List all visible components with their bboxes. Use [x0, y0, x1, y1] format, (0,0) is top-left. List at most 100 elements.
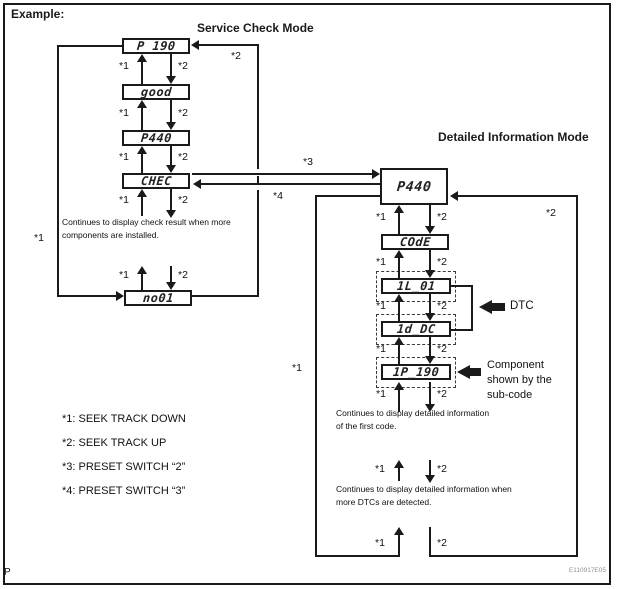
loop-line: [57, 295, 116, 297]
flow-line: [398, 389, 400, 412]
loop-line: [57, 45, 122, 47]
flow-line: [429, 382, 431, 404]
example-label: Example:: [11, 7, 65, 21]
marker-s2: *2: [437, 463, 447, 475]
flow-arrow-left: [193, 179, 201, 189]
dtc-bracket: [451, 285, 473, 287]
marker-s2: *2: [178, 269, 188, 281]
flow-arrow-down: [166, 210, 176, 218]
display-dtc1: 1L_01: [381, 278, 451, 294]
marker-s1: *1: [119, 107, 129, 119]
display-p440-detailed: P440: [380, 168, 448, 205]
loop-line: [257, 190, 259, 297]
flow-arrow-down: [425, 356, 435, 364]
flow-line: [141, 107, 143, 130]
display-p190-text: P 190: [136, 39, 176, 53]
marker-s2: *2: [178, 151, 188, 163]
flow-arrow-up: [394, 382, 404, 390]
flow-arrow-up: [394, 460, 404, 468]
flow-line: [398, 344, 400, 364]
loop-line: [199, 44, 259, 46]
marker-s2: *2: [437, 300, 447, 312]
flow-arrow-down: [166, 165, 176, 173]
loop-line: [315, 195, 317, 557]
subcode-dashed-frame: [376, 357, 456, 388]
loop-line: [429, 555, 578, 557]
flow-line: [141, 273, 143, 290]
marker-s1: *1: [376, 388, 386, 400]
flow-arrow-down: [166, 122, 176, 130]
flow-arrow-up: [137, 189, 147, 197]
flow-line: [429, 337, 431, 356]
display-no01: no01: [124, 290, 192, 306]
flow-line: [398, 467, 400, 481]
service-note-line1: Continues to display check result when m…: [62, 217, 231, 227]
flow-arrow-down: [425, 475, 435, 483]
marker-s2: *2: [437, 388, 447, 400]
flow-arrow-up: [394, 294, 404, 302]
marker-s1: *1: [376, 256, 386, 268]
component-pointer-icon: [457, 365, 470, 379]
loop-line: [257, 44, 259, 169]
flow-arrow-up: [137, 146, 147, 154]
service-mode-title: Service Check Mode: [197, 21, 314, 35]
dtc-bracket: [471, 285, 473, 331]
marker-s1: *1: [375, 537, 385, 549]
figure-border: [3, 3, 611, 585]
display-good: good: [122, 84, 190, 100]
marker-s1: *1: [119, 194, 129, 206]
service-note-line2: components are installed.: [62, 230, 159, 240]
display-p440-service: P440: [122, 130, 190, 146]
flow-line: [429, 460, 431, 475]
loop-line: [57, 45, 59, 297]
dtc-pointer-shaft: [492, 303, 505, 311]
marker-s1: *1: [376, 211, 386, 223]
marker-s1: *1: [119, 269, 129, 281]
marker-s2: *2: [178, 60, 188, 72]
flow-line: [398, 534, 400, 557]
legend-item-3: *3: PRESET SWITCH “2”: [62, 461, 186, 473]
component-pointer-shaft: [470, 368, 481, 376]
detailed-note1-line1: Continues to display detailed informatio…: [336, 408, 490, 418]
display-dtc2-text: 1d_DC: [396, 322, 436, 336]
display-code-text: COdE: [398, 235, 432, 249]
marker-s2: *2: [231, 50, 241, 62]
marker-s1: *1: [376, 300, 386, 312]
marker-s2: *2: [437, 537, 447, 549]
legend-item-1: *1: SEEK TRACK DOWN: [62, 413, 186, 425]
flow-line: [429, 205, 431, 226]
flow-arrow-left: [450, 191, 458, 201]
flow-arrow-right: [116, 291, 124, 301]
flow-arrow-up: [137, 54, 147, 62]
display-dtc2: 1d_DC: [381, 321, 451, 337]
display-p440-service-text: P440: [139, 131, 173, 145]
display-chec-text: CHEC: [139, 174, 173, 188]
flow-arrow-right: [372, 169, 380, 179]
display-p440-detailed-text: P440: [396, 178, 432, 195]
flow-arrow-down: [425, 404, 435, 412]
flow-arrow-left: [191, 40, 199, 50]
detailed-note1-line2: of the first code.: [336, 421, 397, 431]
flow-line: [398, 301, 400, 321]
display-no01-text: no01: [141, 291, 175, 305]
flow-line: [170, 189, 172, 210]
loop-line: [576, 195, 578, 557]
display-p190: P 190: [122, 38, 190, 54]
marker-s1: *1: [119, 151, 129, 163]
flow-arrow-up: [137, 100, 147, 108]
dtc-bracket: [451, 329, 473, 331]
marker-s2: *2: [437, 343, 447, 355]
flow-line: [141, 61, 143, 84]
flow-line: [170, 266, 172, 282]
flow-line: [398, 257, 400, 278]
transfer-line-s3: [192, 173, 372, 175]
flow-arrow-up: [394, 250, 404, 258]
legend-item-4: *4: PRESET SWITCH “3”: [62, 485, 186, 497]
marker-s3: *3: [303, 156, 313, 168]
flow-line: [170, 100, 172, 122]
marker-s1: *1: [375, 463, 385, 475]
marker-s2: *2: [178, 107, 188, 119]
flow-line: [170, 146, 172, 165]
marker-s2: *2: [546, 207, 556, 219]
